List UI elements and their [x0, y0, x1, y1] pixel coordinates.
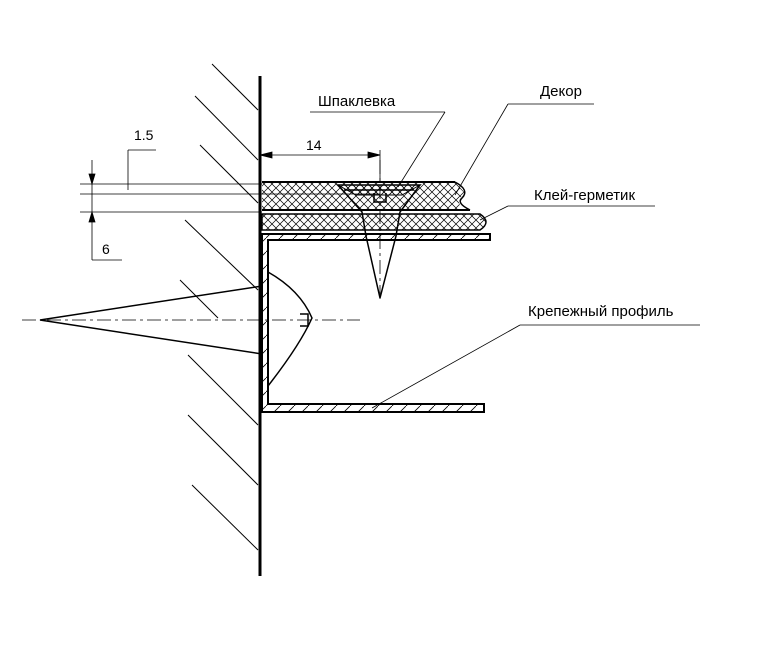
dimension-top-thickness: 1.5 [134, 127, 154, 143]
center-lines [22, 160, 381, 321]
dimension-bottom-thickness: 6 [102, 241, 110, 257]
mounting-profile [261, 233, 491, 413]
dimension-lines [80, 149, 381, 261]
wall-anchor [39, 271, 313, 387]
adhesive-sealant-label: Клей-герметик [534, 187, 635, 204]
putty-label: Шпаклевка [318, 93, 396, 110]
decor-panel [262, 181, 471, 211]
mounting-profile-label: Крепежный профиль [528, 303, 674, 320]
wall-hatching [179, 63, 259, 551]
decor-label: Декор [540, 83, 582, 100]
dimension-width: 14 [306, 137, 322, 153]
screw [336, 184, 422, 299]
leader-lines [310, 103, 700, 409]
sealant-layer [261, 213, 487, 231]
